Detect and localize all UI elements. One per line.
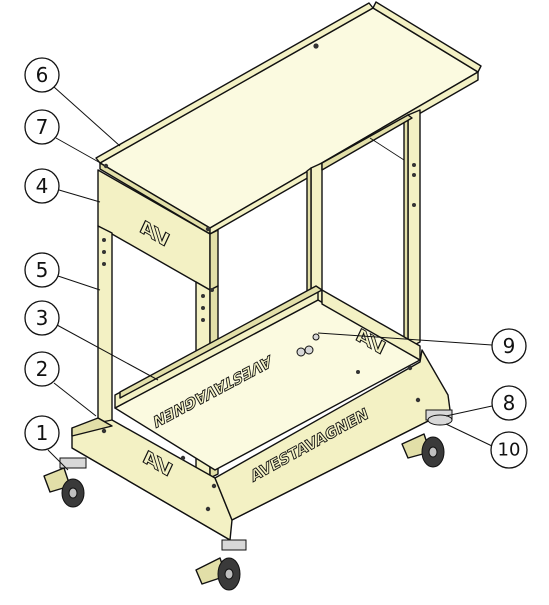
top-shelf [95,1,482,235]
callout-6-label: 6 [36,63,49,87]
callout-5 [24,252,60,288]
callout-2 [24,351,60,387]
callout-2-label: 2 [36,357,49,381]
caster-rear-right [401,409,453,468]
callout-9-label: 9 [503,334,516,358]
callout-8-label: 8 [503,391,516,415]
callout-3 [24,300,60,336]
caster-front-left [43,457,87,508]
callout-6 [24,57,60,93]
lower-tray: AVESTAVAGNEN AV [114,285,421,471]
callout-9 [491,328,527,364]
callout-8 [491,385,527,421]
rear-frame [306,109,421,351]
callout-3-label: 3 [36,306,49,330]
callout-10-label: 10 [498,440,521,461]
upper-front-panel: AV [97,169,219,291]
callout-4 [24,168,60,204]
caster-front-right [195,539,247,591]
callout-10 [490,431,528,469]
callout-5-label: 5 [36,258,49,282]
callout-1 [24,415,60,451]
callout-7 [24,109,60,145]
callout-7-label: 7 [36,115,49,139]
callouts: 1 2 3 5 4 7 6 9 8 10 [24,57,528,471]
callout-1-label: 1 [36,421,49,445]
callout-4-label: 4 [36,174,49,198]
